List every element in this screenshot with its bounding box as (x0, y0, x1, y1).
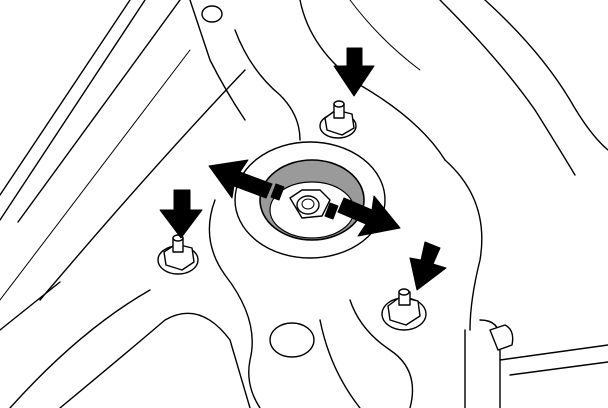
drain-hole (269, 322, 315, 358)
upper-strut-mounting-nut-left (157, 234, 199, 275)
upper-strut-mounting-nut-right (381, 288, 427, 331)
strut-top-cap (259, 159, 365, 241)
strut-center-nut (289, 189, 331, 219)
upper-strut-mounting-nut-top (319, 100, 357, 139)
down-arrow-top (333, 47, 375, 97)
double-arrow-rotate (208, 159, 401, 237)
down-arrow-right (409, 241, 447, 291)
down-arrow-left (159, 189, 203, 239)
